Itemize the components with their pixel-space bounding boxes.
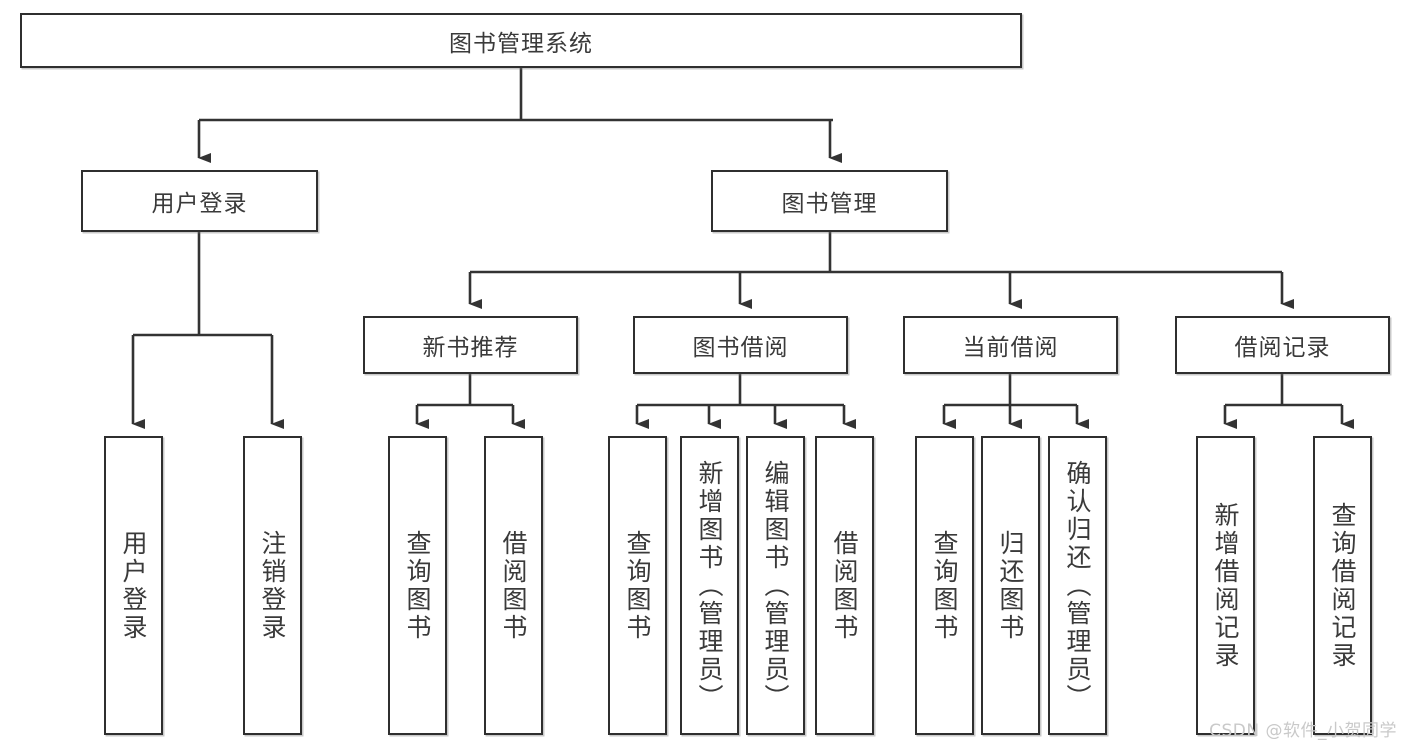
leaf-new-book-query[interactable]: 查询图书 [388,436,447,735]
node-borrow-record[interactable]: 借阅记录 [1175,316,1390,374]
node-label: 用户登录 [151,191,248,217]
node-label: 用户登录 [119,529,148,642]
leaf-new-book-borrow[interactable]: 借阅图书 [484,436,543,735]
node-label: 查询图书 [403,529,432,642]
node-label: 图书借阅 [692,335,789,361]
node-current-borrow[interactable]: 当前借阅 [903,316,1118,374]
leaf-book-borrow-lend[interactable]: 借阅图书 [815,436,874,735]
leaf-borrow-record-add[interactable]: 新增借阅记录 [1196,436,1255,735]
node-label: 借阅记录 [1234,335,1331,361]
node-label: 归还图书 [996,529,1025,642]
node-label: 当前借阅 [962,335,1059,361]
node-root[interactable]: 图书管理系统 [20,13,1022,68]
node-label: 新增借阅记录 [1211,501,1240,670]
node-label: 查询图书 [930,529,959,642]
node-label: 借阅图书 [499,529,528,642]
node-label: 注销登录 [258,529,287,642]
leaf-current-borrow-return[interactable]: 归还图书 [981,436,1040,735]
node-label: 查询图书 [623,529,652,642]
node-label: 新书推荐 [422,335,519,361]
leaf-user-login-logout[interactable]: 注销登录 [243,436,302,735]
node-book-borrow[interactable]: 图书借阅 [633,316,848,374]
node-book-management[interactable]: 图书管理 [711,170,948,232]
node-user-login[interactable]: 用户登录 [81,170,318,232]
leaf-user-login-login[interactable]: 用户登录 [104,436,163,735]
leaf-current-borrow-confirm[interactable]: 确认归还（管理员） [1048,436,1107,735]
node-label: 确认归还（管理员） [1063,459,1092,712]
leaf-book-borrow-query[interactable]: 查询图书 [608,436,667,735]
watermark: CSDN @软件_小贺同学 [1209,721,1397,741]
node-label: 新增图书（管理员） [695,459,724,712]
node-label: 图书管理 [781,191,878,217]
leaf-book-borrow-add[interactable]: 新增图书（管理员） [680,436,739,735]
node-label: 查询借阅记录 [1328,501,1357,670]
leaf-borrow-record-query[interactable]: 查询借阅记录 [1313,436,1372,735]
leaf-book-borrow-edit[interactable]: 编辑图书（管理员） [746,436,805,735]
node-label: 编辑图书（管理员） [761,459,790,712]
node-label: 图书管理系统 [449,30,593,57]
node-label: 借阅图书 [830,529,859,642]
node-new-book-recommend[interactable]: 新书推荐 [363,316,578,374]
leaf-current-borrow-query[interactable]: 查询图书 [915,436,974,735]
